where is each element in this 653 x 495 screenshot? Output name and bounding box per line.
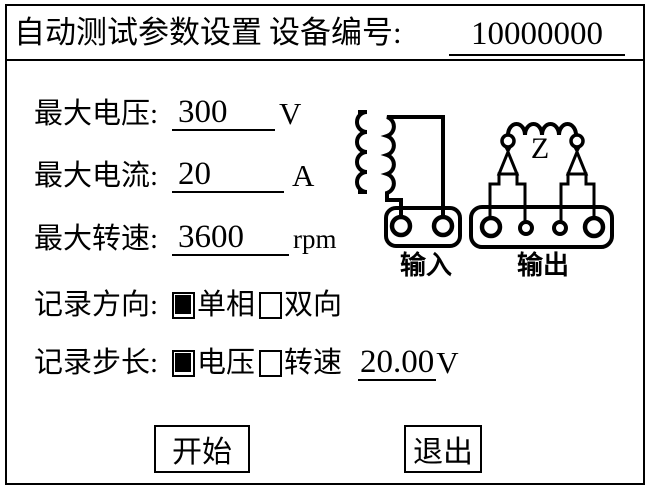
impedance-coil — [505, 122, 579, 138]
title-bar: 自动测试参数设置 设备编号: 10000000 — [7, 6, 643, 61]
step-value-field[interactable]: 20.00 — [358, 344, 437, 381]
max-voltage-label: 最大电压: — [34, 98, 159, 130]
output-terminal-2 — [518, 220, 534, 236]
step-speed-text: 转速 — [284, 347, 343, 379]
record-step-label: 记录步长: — [34, 347, 159, 379]
direction-single-phase-option[interactable]: 单相 — [172, 288, 255, 322]
impedance-symbol: Z — [531, 132, 549, 165]
input-terminal-2 — [431, 214, 455, 238]
max-current-field[interactable]: 20 — [172, 157, 284, 193]
checkbox-checked-icon[interactable] — [172, 349, 195, 377]
transformer-secondary-wiring — [380, 115, 445, 221]
checkbox-unchecked-icon[interactable] — [259, 349, 283, 377]
output-terminal-block — [469, 205, 614, 249]
output-terminal-4 — [582, 215, 606, 239]
exit-button[interactable]: 退出 — [404, 425, 482, 473]
page-title: 自动测试参数设置 — [14, 15, 262, 50]
input-terminal-block — [384, 206, 462, 248]
input-block-label: 输入 — [400, 250, 452, 280]
max-current-label: 最大电流: — [34, 160, 159, 192]
right-clip-terminal — [569, 133, 585, 149]
output-terminal-3 — [552, 220, 568, 236]
record-step-row: 记录步长: 电压 转速 20.00 V — [34, 345, 459, 381]
record-direction-row: 记录方向: 单相 双向 — [34, 288, 346, 322]
device-number-field[interactable]: 10000000 — [449, 14, 625, 56]
settings-window: 自动测试参数设置 设备编号: 10000000 最大电压: 300 V 最大电流… — [5, 4, 645, 485]
max-speed-unit: rpm — [293, 224, 337, 254]
max-voltage-row: 最大电压: 300 V — [34, 95, 301, 131]
direction-bidirectional-option[interactable]: 双向 — [259, 288, 342, 322]
step-voltage-text: 电压 — [197, 347, 256, 379]
max-voltage-field[interactable]: 300 — [172, 95, 275, 131]
device-number-label: 设备编号: — [269, 15, 402, 50]
checkbox-checked-icon[interactable] — [172, 291, 195, 319]
max-speed-row: 最大转速: 3600 rpm — [34, 220, 337, 256]
output-block-label: 输出 — [517, 250, 569, 280]
right-clip-body-icon — [565, 148, 589, 176]
output-terminal-1 — [479, 215, 503, 239]
direction-bidirectional-text: 双向 — [284, 289, 343, 321]
step-speed-option[interactable]: 转速 — [259, 346, 342, 380]
checkbox-unchecked-icon[interactable] — [259, 291, 283, 319]
max-speed-label: 最大转速: — [34, 223, 159, 255]
direction-single-phase-text: 单相 — [197, 289, 256, 321]
input-terminal-1 — [389, 214, 413, 238]
right-clip-wiring — [559, 172, 596, 225]
start-button[interactable]: 开始 — [154, 425, 250, 473]
left-clip-wiring — [488, 172, 527, 225]
step-value-unit: V — [436, 345, 459, 380]
max-speed-field[interactable]: 3600 — [172, 220, 289, 256]
wiring-diagram: Z 输入 输出 — [355, 110, 614, 280]
max-current-unit: A — [292, 158, 315, 193]
max-current-row: 最大电流: 20 A — [34, 157, 314, 193]
transformer-primary-coil — [355, 110, 368, 194]
max-voltage-unit: V — [279, 96, 302, 131]
left-clip-body-icon — [496, 148, 520, 176]
record-direction-label: 记录方向: — [34, 289, 159, 321]
step-voltage-option[interactable]: 电压 — [172, 346, 255, 380]
left-clip-terminal — [500, 133, 516, 149]
